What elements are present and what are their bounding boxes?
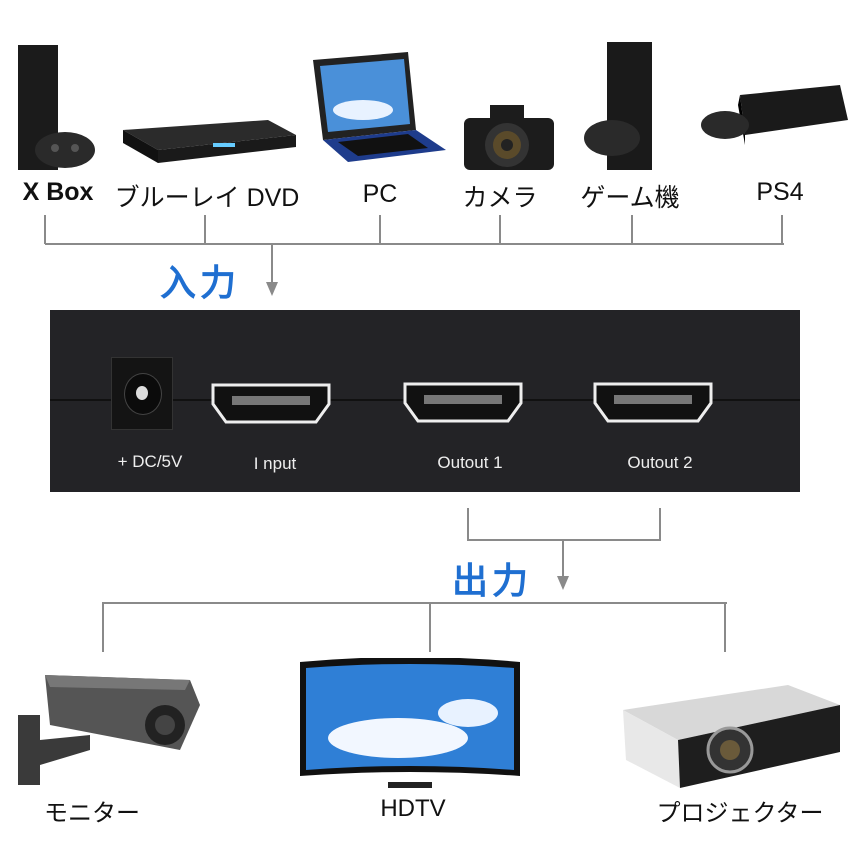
connector bbox=[724, 602, 726, 652]
ps4-console-icon bbox=[701, 85, 848, 145]
output-label: 出力 bbox=[452, 561, 533, 602]
connector bbox=[102, 602, 104, 652]
xbox-console-icon bbox=[18, 45, 95, 170]
connector bbox=[781, 215, 783, 244]
source-label-game: ゲーム機 bbox=[580, 184, 680, 212]
port-label-dc: + DC/5V bbox=[117, 452, 183, 471]
output-label-monitor: モニター bbox=[44, 800, 140, 827]
output-bracket bbox=[467, 539, 661, 541]
output-arrow-icon bbox=[557, 576, 569, 590]
connector bbox=[631, 215, 633, 244]
bluray-player-icon bbox=[123, 120, 296, 163]
camera-icon bbox=[464, 105, 554, 170]
dc-jack-pin bbox=[136, 386, 148, 400]
security-camera-icon bbox=[18, 675, 200, 785]
tv-icon bbox=[300, 658, 520, 788]
connector bbox=[379, 215, 381, 244]
connector bbox=[499, 215, 501, 244]
laptop-icon bbox=[313, 52, 446, 162]
output-bus-line bbox=[103, 602, 727, 604]
source-label-ps4: PS4 bbox=[756, 178, 804, 206]
output-label-projector: プロジェクター bbox=[656, 800, 824, 827]
output-bracket bbox=[467, 508, 469, 541]
output-label-hdtv: HDTV bbox=[380, 795, 446, 822]
hdmi-output-2-port[interactable] bbox=[592, 381, 714, 425]
input-arrow-shaft bbox=[271, 243, 273, 283]
port-label-output-1: Outout 1 bbox=[437, 453, 503, 472]
hdmi-output-1-port[interactable] bbox=[402, 381, 524, 425]
input-arrow-icon bbox=[266, 282, 278, 296]
output-bracket bbox=[659, 508, 661, 541]
input-bus-line bbox=[45, 243, 784, 245]
connector bbox=[204, 215, 206, 244]
connector bbox=[429, 602, 431, 652]
ps2-console-icon bbox=[584, 42, 652, 170]
hdmi-splitter-panel: + DC/5V I nput Outout 1 Outout 2 bbox=[50, 310, 800, 492]
port-label-output-2: Outout 2 bbox=[627, 453, 693, 472]
output-arrow-shaft bbox=[562, 540, 564, 578]
port-label-input: I nput bbox=[253, 454, 297, 473]
hdmi-input-port[interactable] bbox=[210, 382, 332, 426]
source-label-xbox: X Box bbox=[22, 178, 94, 206]
dc-power-jack bbox=[111, 357, 173, 430]
source-label-camera: カメラ bbox=[462, 184, 538, 212]
projector-icon bbox=[623, 685, 840, 788]
source-label-bluray: ブルーレイ DVD bbox=[114, 184, 300, 212]
input-label: 入力 bbox=[160, 263, 241, 304]
source-label-pc: PC bbox=[362, 180, 398, 208]
connector bbox=[44, 215, 46, 244]
